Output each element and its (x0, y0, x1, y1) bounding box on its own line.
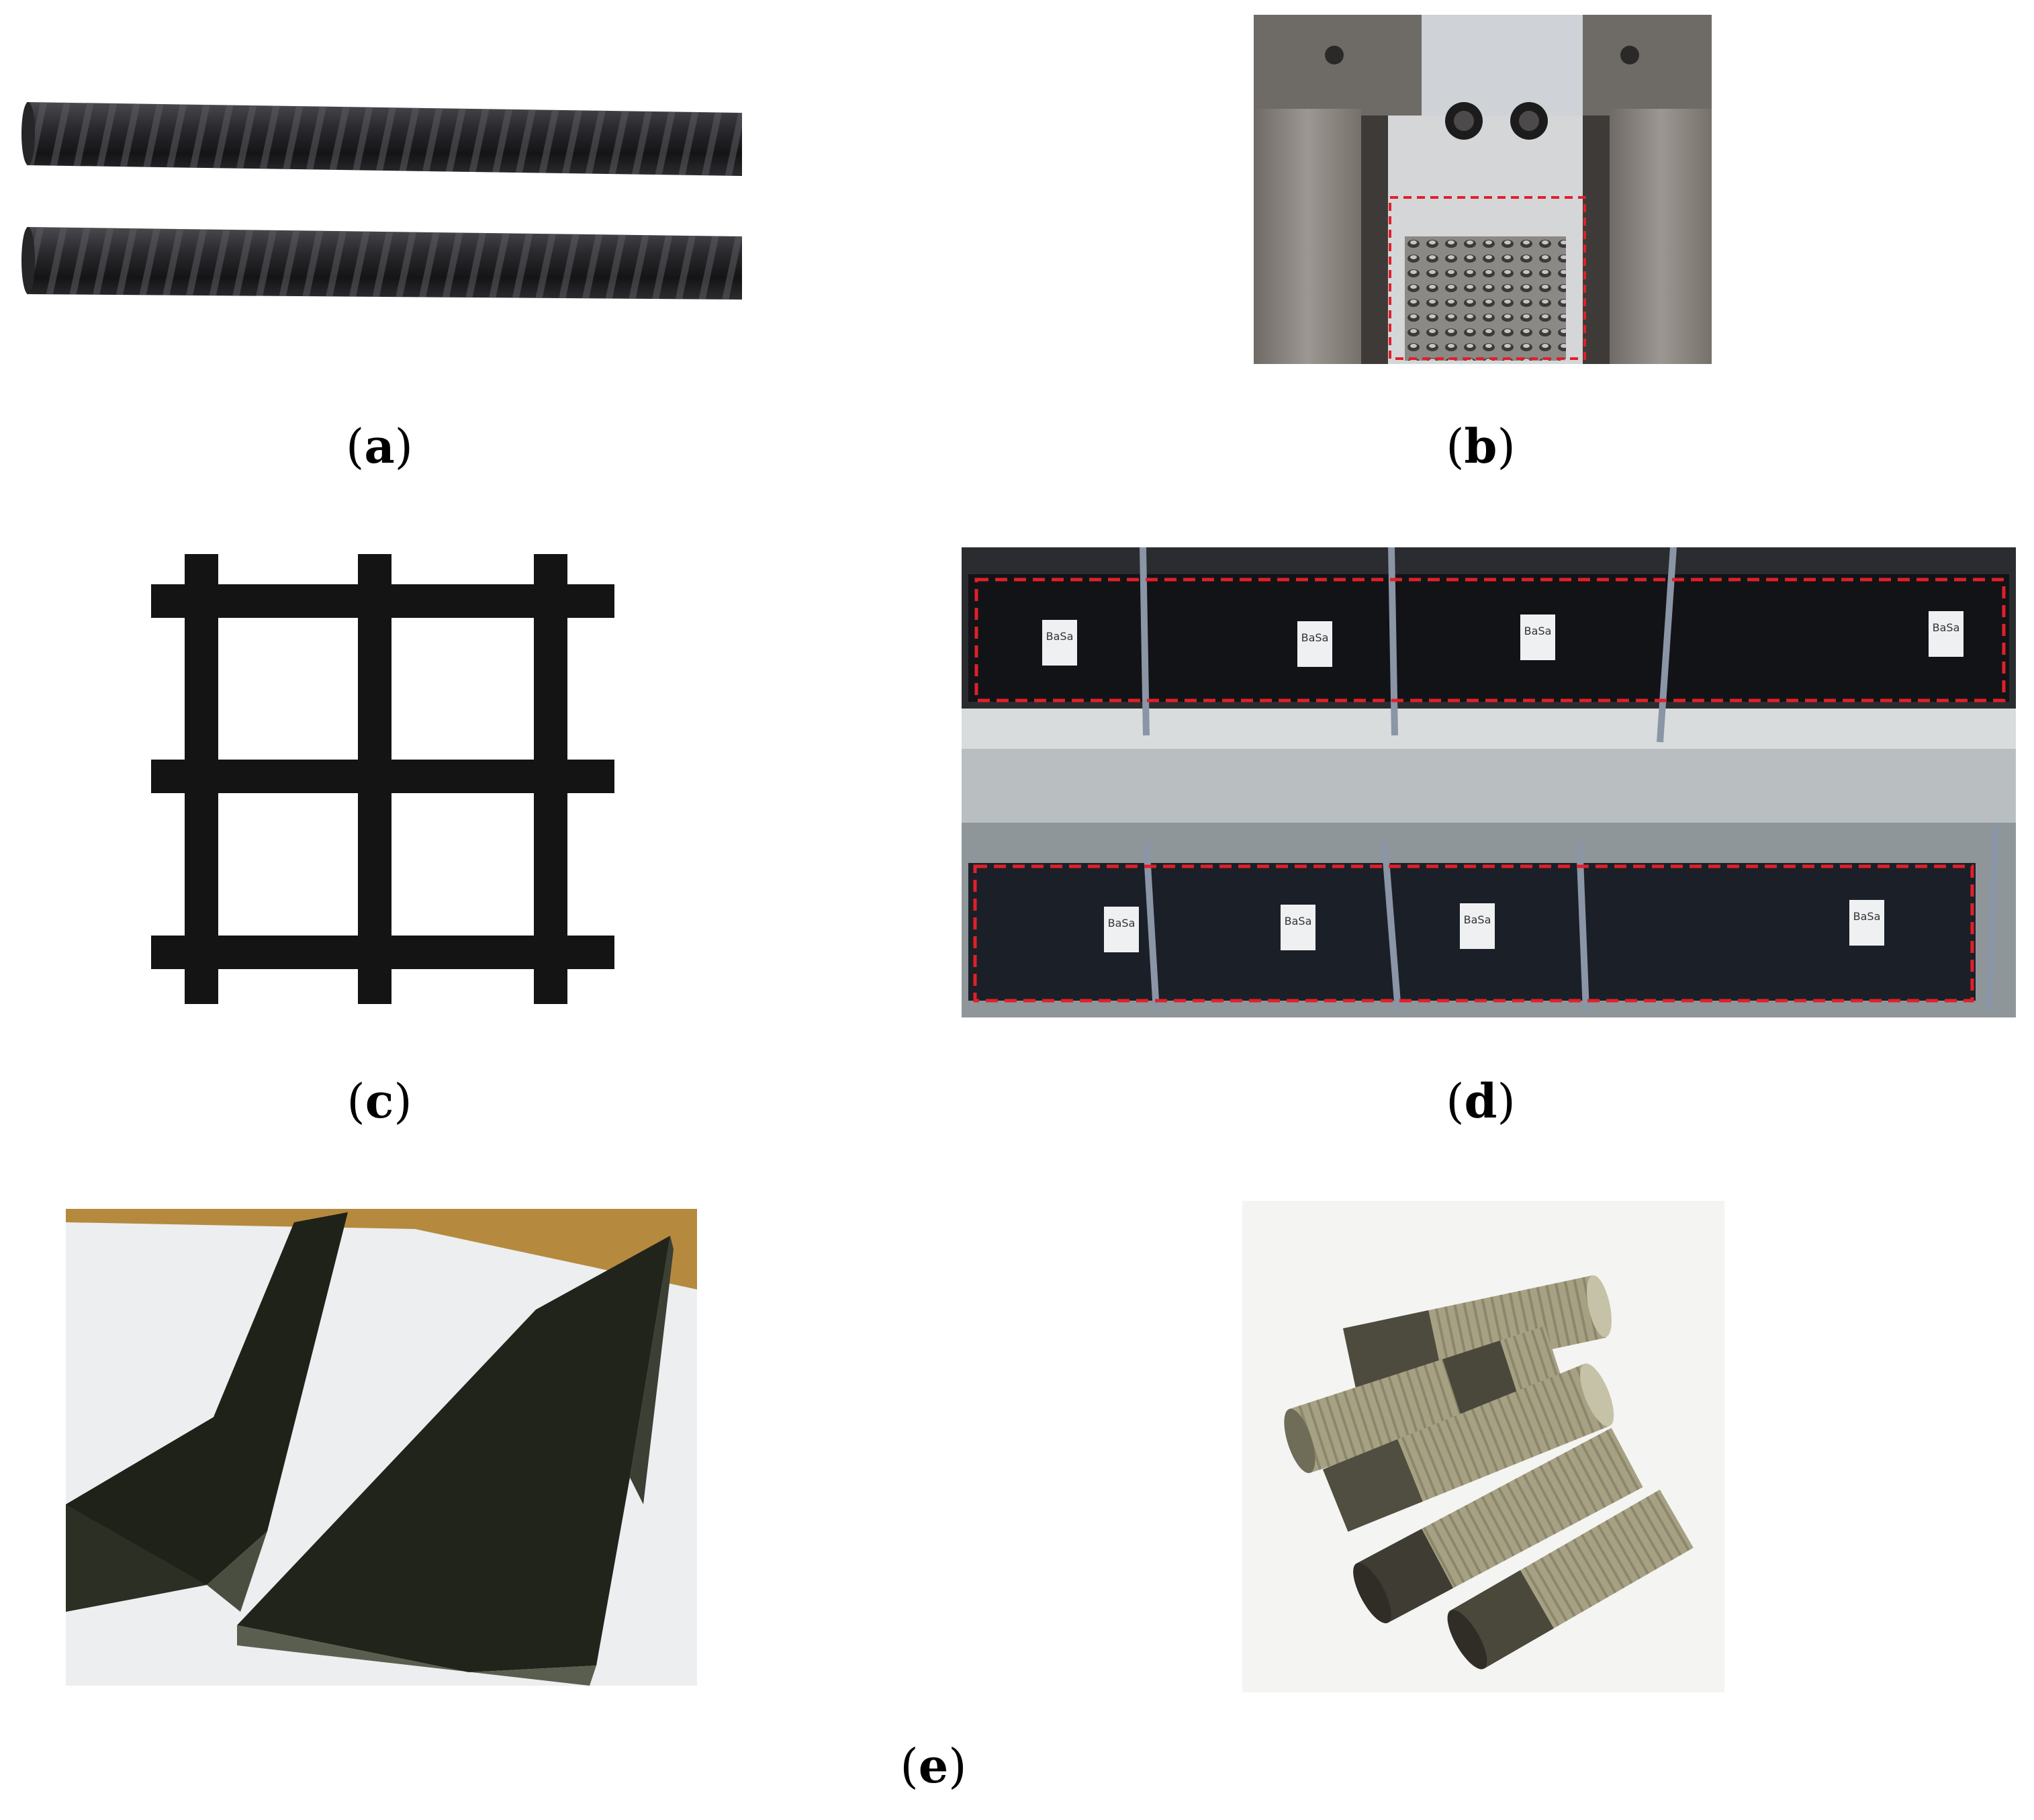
highlight-box (1389, 196, 1586, 360)
lower-bar (21, 227, 742, 300)
gauge-label: BaSa (1464, 913, 1491, 926)
caption-d: (d) (1446, 1073, 1516, 1129)
gauge-label: BaSa (1524, 625, 1552, 637)
gauge-label: BaSa (1853, 910, 1881, 923)
caption-a: (a) (346, 418, 413, 474)
caption-e: (e) (900, 1738, 967, 1794)
gauge-label: BaSa (1285, 915, 1312, 927)
angle-profile-right (237, 1236, 674, 1686)
panel-d-strengthened-beams-photo: BaSa BaSa BaSa BaSa BaSa BaSa BaSa BaSa (962, 547, 2016, 1017)
upper-frp-sheet (968, 574, 2009, 702)
angle-profile-left (66, 1212, 348, 1612)
grid-vertical-bar (358, 554, 391, 1004)
panel-c-frp-grid-image (151, 554, 614, 1011)
upper-highlight-box (974, 578, 2006, 702)
tie-ropes (1140, 547, 1999, 1011)
gauge-label: BaSa (1933, 621, 1960, 634)
tube-pieces (1284, 1275, 1694, 1670)
panel-b-anchorage-test-photo (1254, 15, 1712, 364)
threaded-rods (1405, 236, 1566, 361)
caption-c: (c) (346, 1073, 412, 1129)
lower-highlight-box (973, 864, 1974, 1003)
panel-a-ribbed-bars-photo (20, 87, 742, 356)
grid-vertical-bar (534, 554, 567, 1004)
gauge-label: BaSa (1108, 917, 1136, 929)
panel-e-tube-pieces-photo (1242, 1201, 1724, 1692)
gauge-label: BaSa (1301, 631, 1329, 644)
caption-b: (b) (1446, 418, 1516, 474)
left-grip (1254, 109, 1361, 364)
gauge-label: BaSa (1046, 630, 1074, 643)
strain-gauges (1042, 611, 1963, 952)
right-grip (1610, 109, 1712, 364)
grid-vertical-bar (185, 554, 218, 1004)
upper-bar (21, 102, 742, 176)
panel-e-angle-profiles-photo (66, 1209, 697, 1686)
